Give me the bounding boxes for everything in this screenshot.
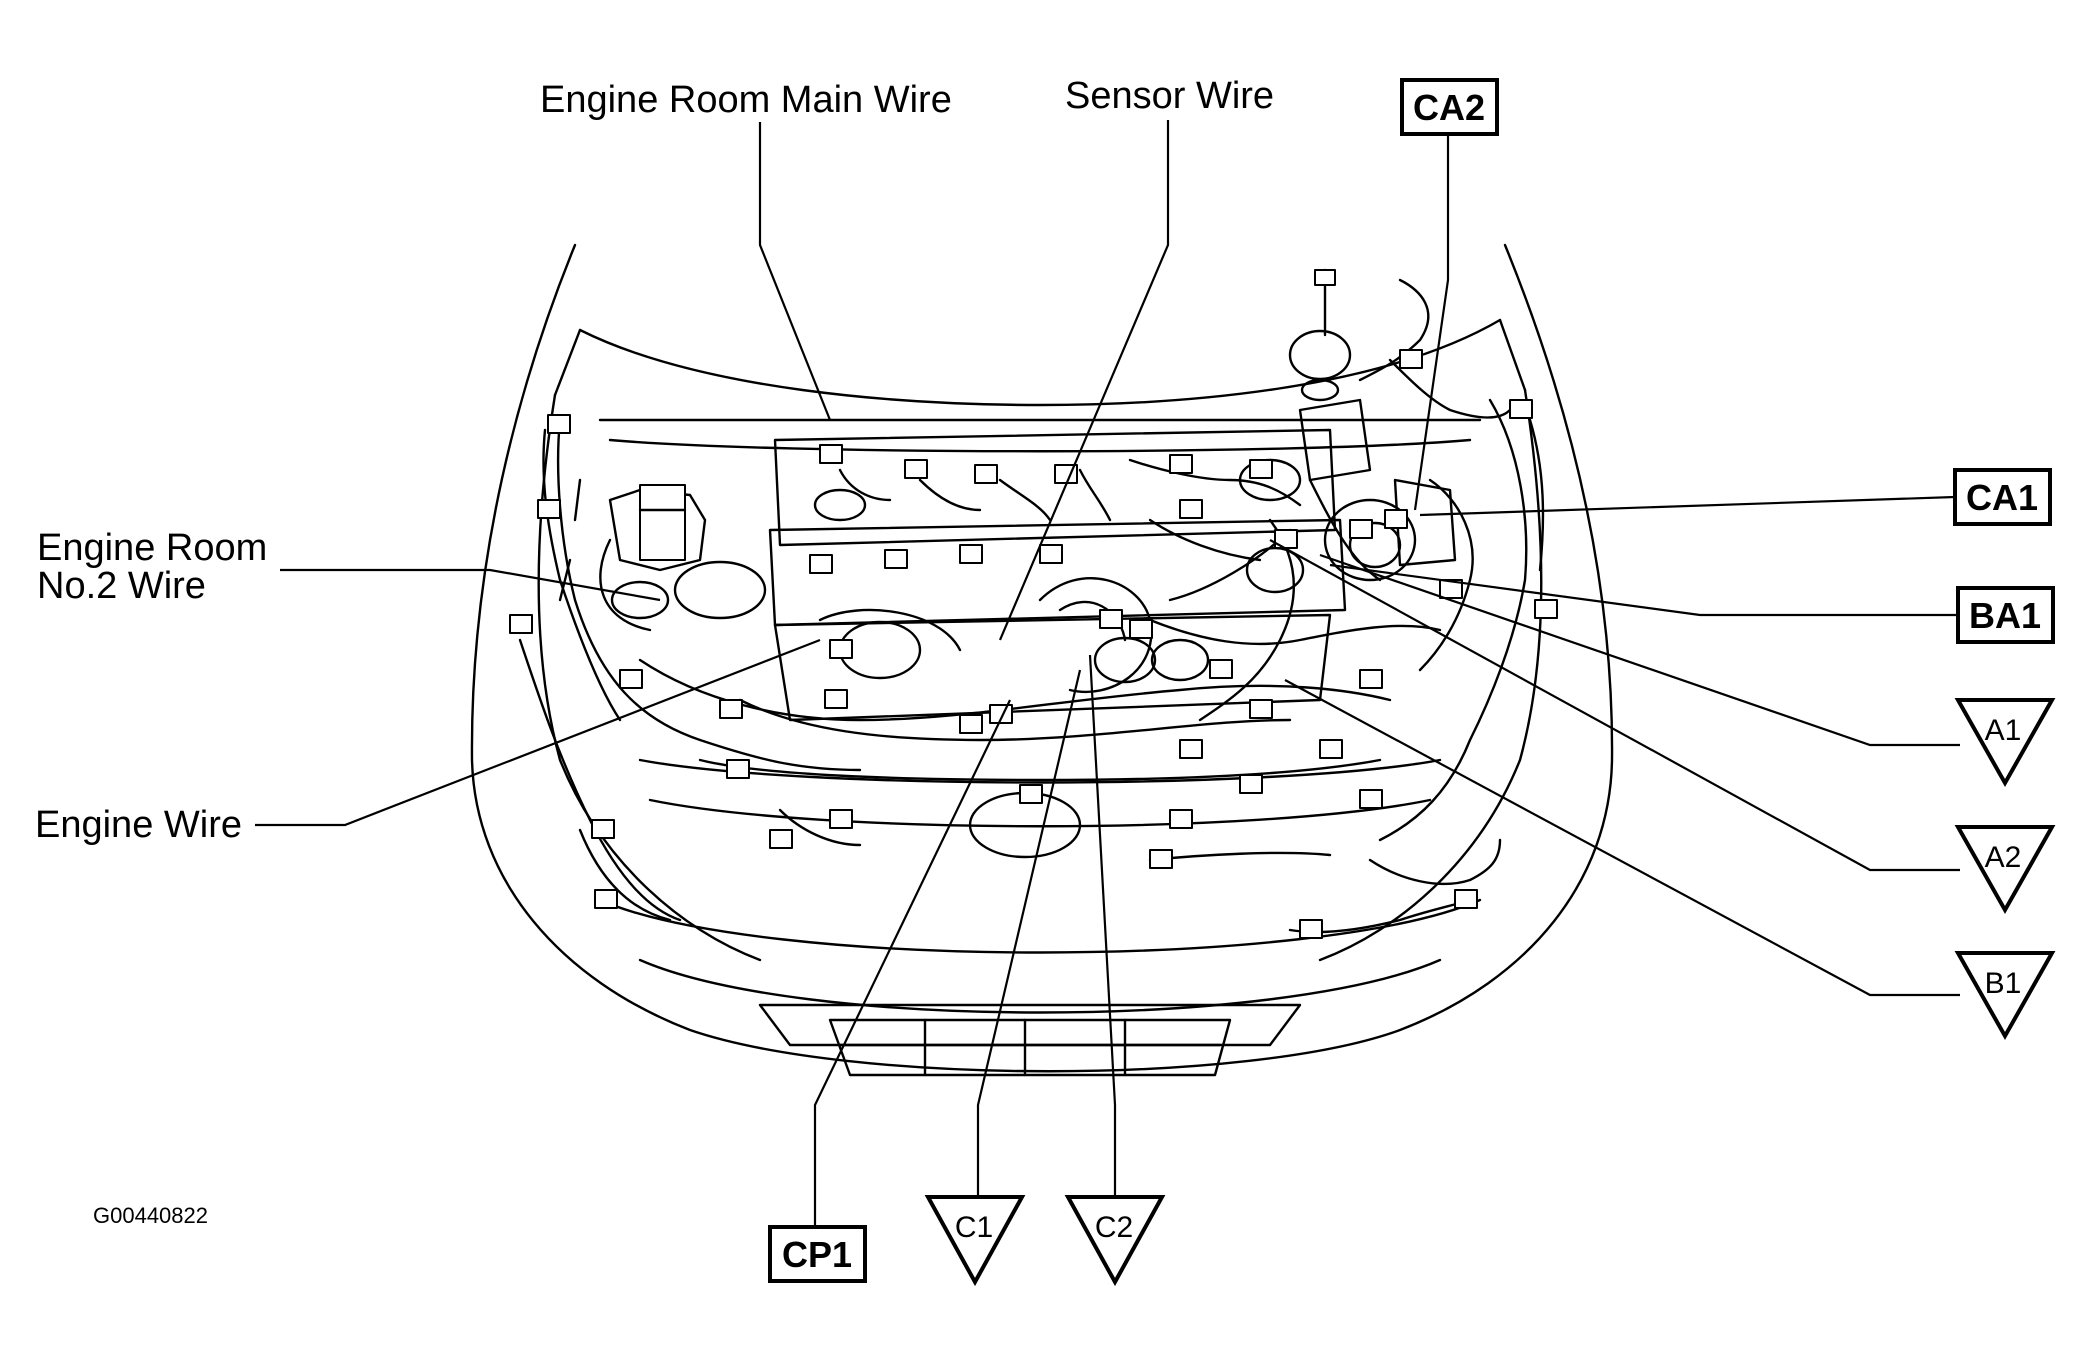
engine-wire-label: Engine Wire <box>35 804 242 846</box>
connector-triangle-a1-text: A1 <box>1985 714 2022 747</box>
connector-triangle-a1: A1 <box>1954 698 2056 788</box>
figure-code: G00440822 <box>93 1203 208 1228</box>
connector-triangle-c1: C1 <box>924 1195 1026 1287</box>
connector-triangle-a2: A2 <box>1954 825 2056 915</box>
connector-tag-cp1-text: CP1 <box>782 1234 852 1275</box>
harness-connectors <box>509 349 1558 939</box>
sensor-wire-label: Sensor Wire <box>1065 75 1274 117</box>
callout-lines <box>255 120 1960 1230</box>
connector-tag-ca1: CA1 <box>1953 468 2052 526</box>
wire-harness <box>518 278 1545 934</box>
connector-triangle-c1-text: C1 <box>955 1211 993 1244</box>
coil-connectors <box>809 444 1078 574</box>
engine-room-no2-wire-label-line1: Engine Room <box>37 527 267 569</box>
connector-triangle-c2: C2 <box>1064 1195 1166 1287</box>
connector-triangle-c2-text: C2 <box>1095 1211 1133 1244</box>
connector-triangle-b1: B1 <box>1954 951 2056 1041</box>
connector-tag-ca1-text: CA1 <box>1966 477 2038 518</box>
vehicle-front-illustration <box>470 243 1614 1077</box>
connector-tag-ca2-text: CA2 <box>1413 87 1485 128</box>
connector-tag-ba1: BA1 <box>1956 586 2055 644</box>
connector-tag-ca2: CA2 <box>1400 78 1499 136</box>
engine-room-no2-wire-label-line2: No.2 Wire <box>37 565 206 607</box>
connector-triangle-a2-text: A2 <box>1985 841 2022 874</box>
connector-tag-ba1-text: BA1 <box>1969 595 2041 636</box>
engine-room-main-wire-label: Engine Room Main Wire <box>540 79 952 121</box>
connector-triangle-b1-text: B1 <box>1985 967 2022 1000</box>
connector-tag-cp1: CP1 <box>768 1225 867 1283</box>
